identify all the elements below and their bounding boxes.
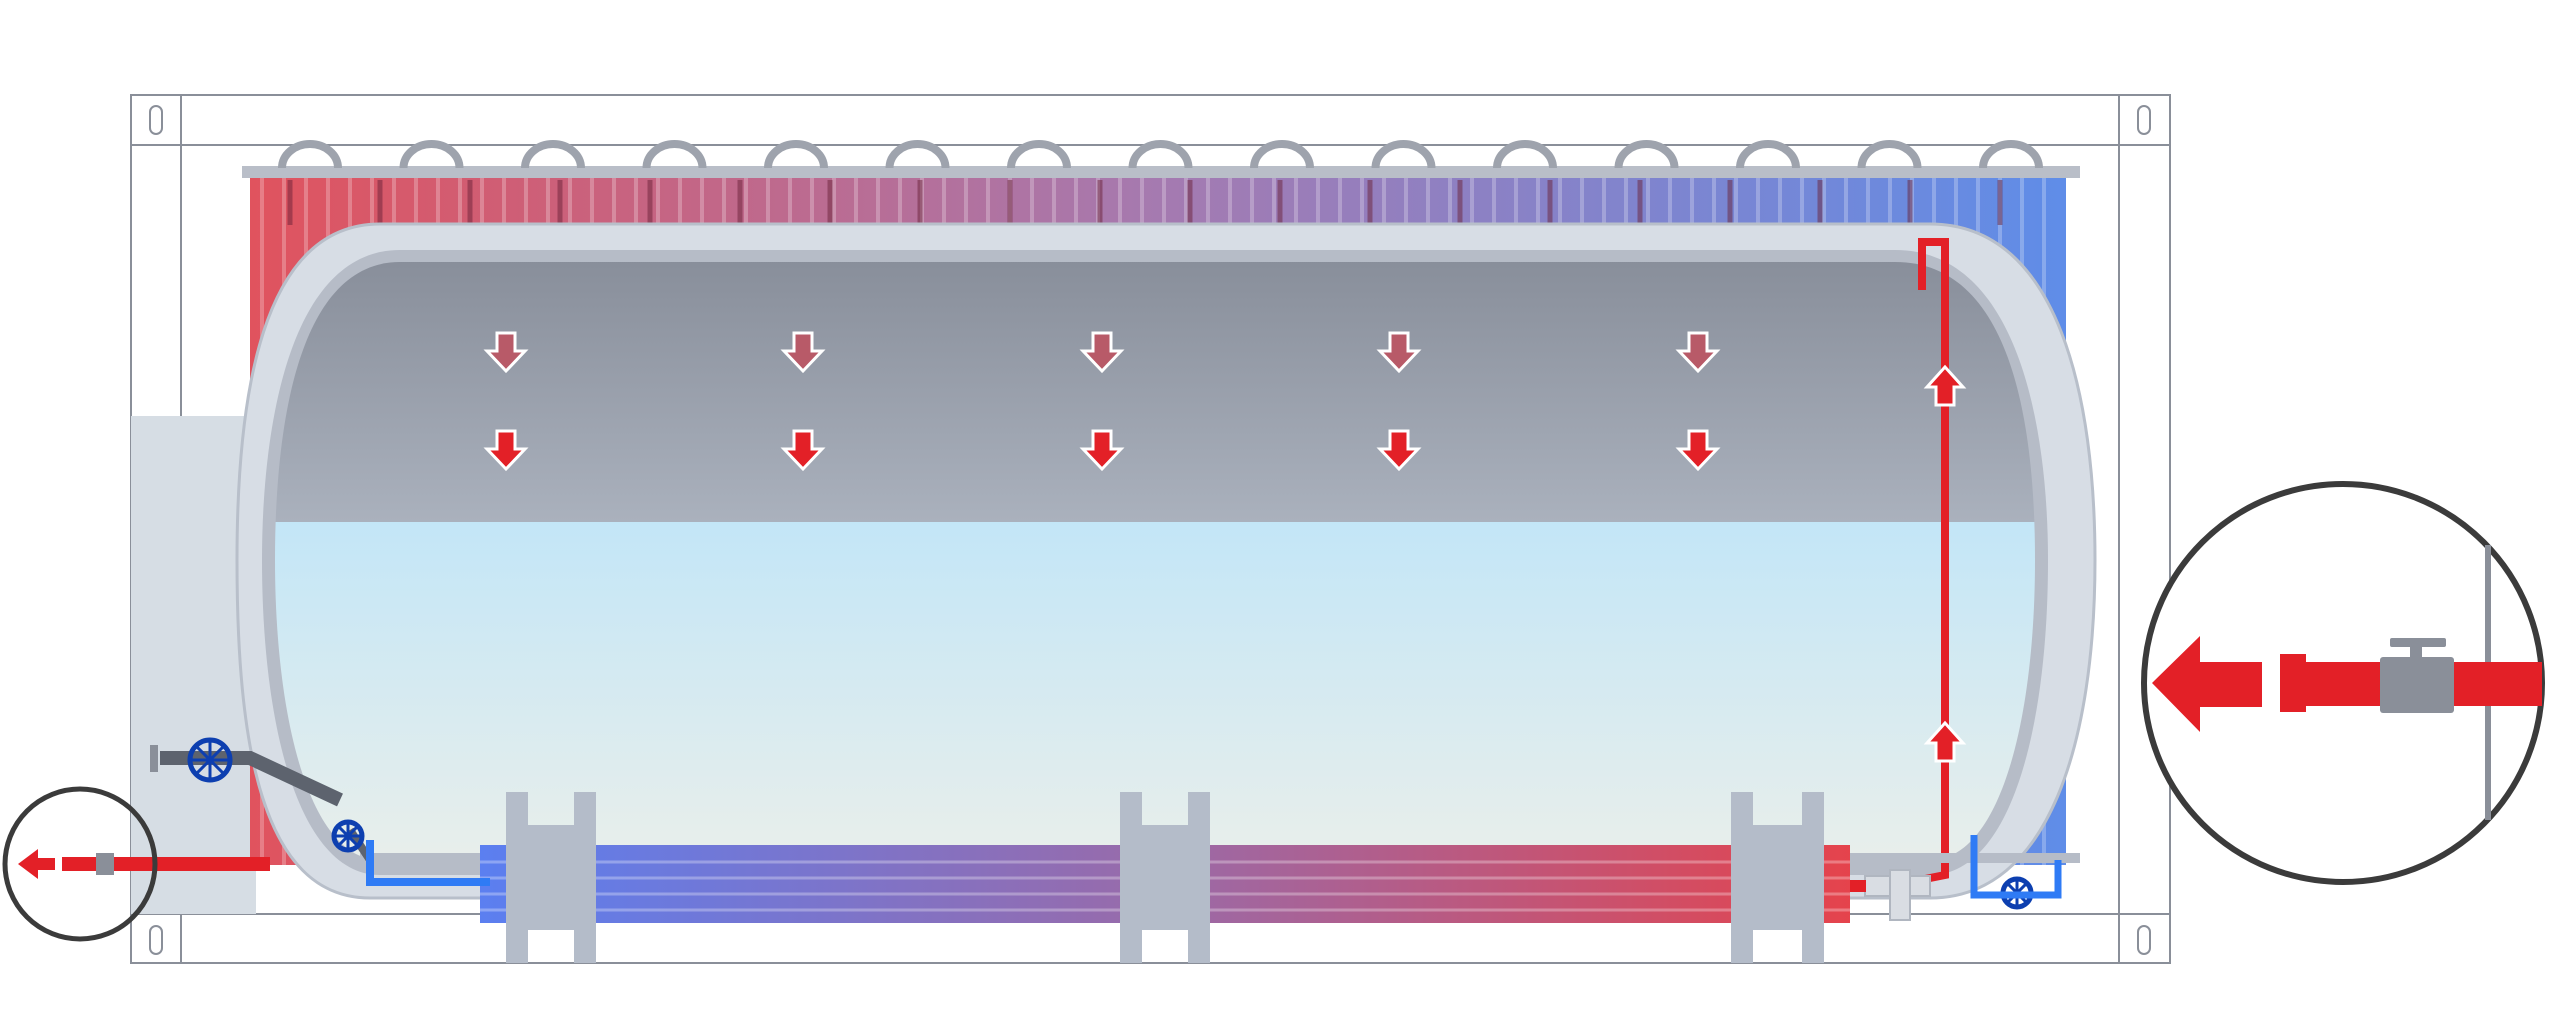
outlet-callout-small — [2, 786, 158, 942]
lifting-loop — [1250, 140, 1314, 169]
down-arrow-icon — [1079, 331, 1125, 374]
lifting-loop — [521, 140, 585, 169]
lifting-loop — [1128, 140, 1193, 169]
outlet-arrow-icon — [2152, 636, 2262, 732]
vapor-space — [275, 262, 2035, 522]
cold-return-pipe — [1970, 835, 2062, 899]
down-arrow-icon — [1675, 429, 1721, 472]
hot-outlet-pipe — [80, 857, 270, 871]
lifting-loop — [399, 140, 464, 169]
heat-flow-arrows — [483, 331, 1721, 472]
up-arrow-icon — [1923, 364, 1967, 407]
lifting-loop — [642, 140, 707, 169]
side-panel — [131, 416, 256, 914]
down-arrow-icon — [1376, 331, 1422, 374]
valve-wheel-icon[interactable] — [331, 819, 365, 853]
heat-exchanger — [480, 792, 1850, 963]
valve-wheel-icon[interactable] — [187, 737, 233, 783]
up-arrow-icon — [1923, 720, 1967, 763]
lifting-loop — [885, 140, 950, 169]
lifting-loop — [1979, 140, 2043, 169]
down-arrow-icon — [483, 331, 529, 374]
lifting-loop — [1007, 140, 1071, 169]
cold-inlet-pipe — [366, 840, 490, 886]
ball-valve-icon — [96, 853, 114, 875]
corner-slot-icons — [149, 105, 2151, 955]
ball-valve-icon — [2380, 638, 2454, 713]
down-arrow-icon — [483, 429, 529, 472]
tee-fitting — [1864, 869, 1931, 921]
lifting-loop — [1371, 140, 1436, 169]
lifting-loop — [764, 140, 828, 169]
down-arrow-icon — [1376, 429, 1422, 472]
hot-riser-pipe — [1918, 238, 1949, 884]
outlet-arrow-icon — [18, 849, 55, 879]
lifting-loop — [1614, 140, 1679, 169]
down-arrow-icon — [1675, 331, 1721, 374]
lifting-loop — [1736, 140, 1800, 169]
lifting-loop — [1857, 140, 1922, 169]
down-arrow-icon — [780, 429, 826, 472]
down-arrow-icon — [1079, 429, 1125, 472]
lifting-loop — [278, 140, 342, 169]
lifting-loop — [1493, 140, 1557, 169]
down-arrow-icon — [780, 331, 826, 374]
outlet-callout-magnified — [2141, 481, 2545, 885]
